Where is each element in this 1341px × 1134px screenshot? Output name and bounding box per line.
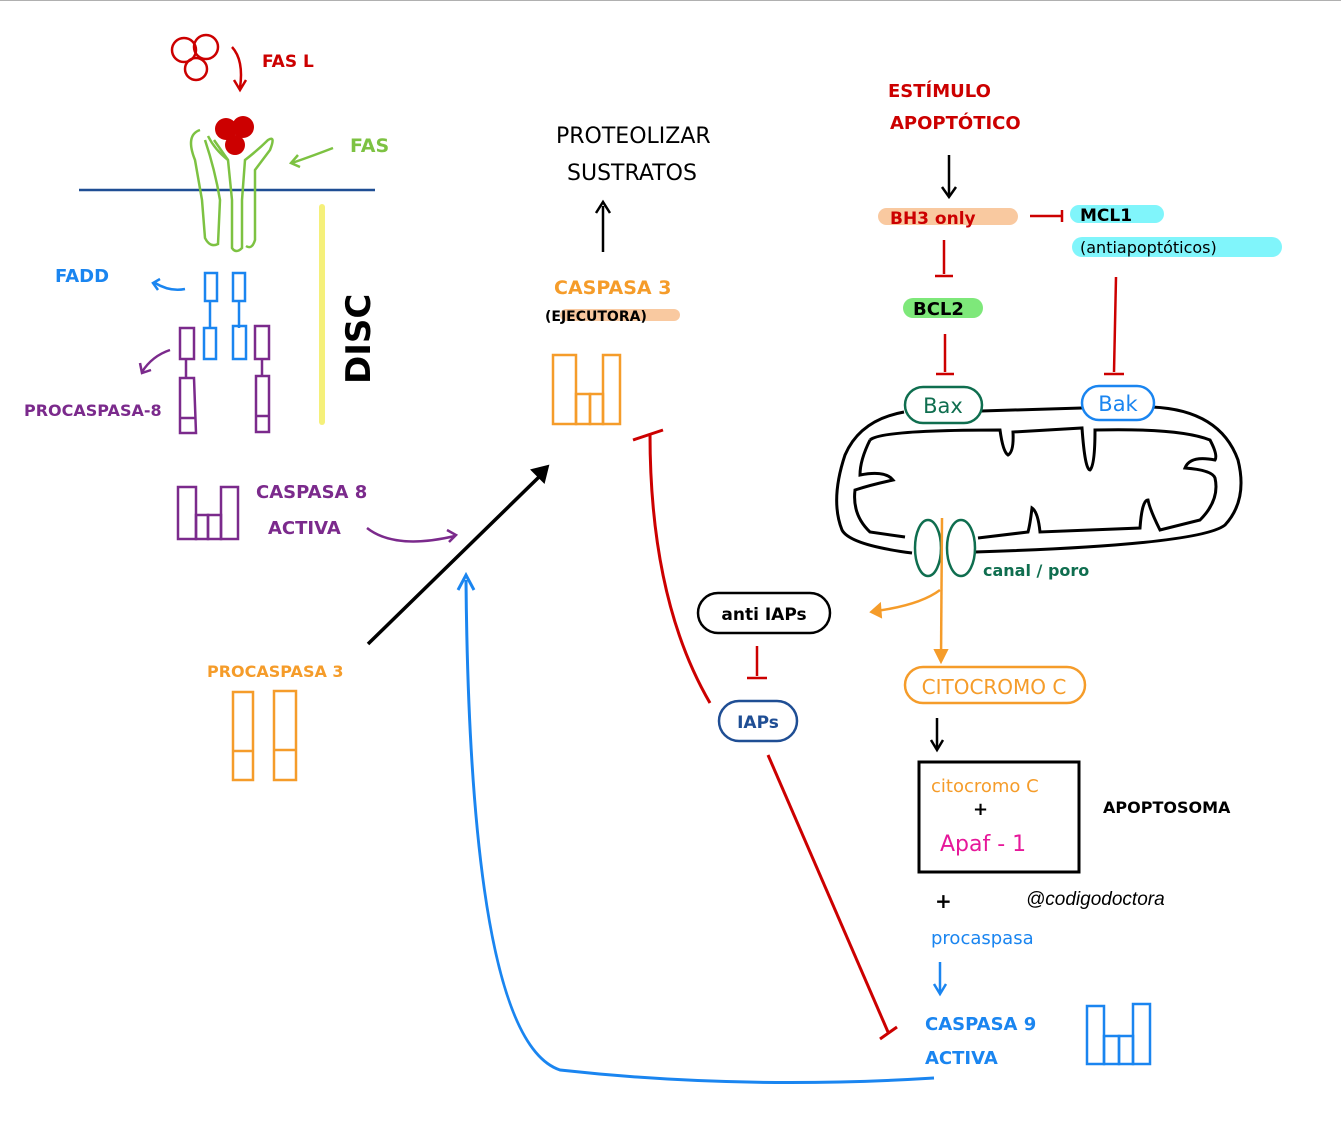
arrowhead-icon: [932, 983, 948, 997]
caspase9-icon: [1085, 1002, 1152, 1066]
apoptosome-plus: +: [973, 799, 988, 820]
fas-pointer-arrow: [291, 146, 334, 165]
arrowhead-icon: [940, 186, 958, 200]
arrowhead-icon: [530, 464, 550, 484]
mcl1-highlight: [1070, 205, 1164, 223]
stimulus-line2: APOPTÓTICO: [890, 112, 1021, 134]
bax-label: Bax: [923, 394, 963, 418]
fas-ligand-arrow: [231, 46, 243, 89]
caspase8-arrow: [366, 527, 456, 543]
caspase3-icon: [551, 353, 622, 426]
fas-ligand-icon: [170, 33, 220, 82]
fas-receptor-icon: [189, 128, 274, 253]
bak-node: [1080, 384, 1156, 422]
procaspase-label: procaspasa: [931, 928, 1034, 949]
top-border: [0, 0, 1341, 1]
bak-label: Bak: [1098, 392, 1138, 416]
inhibition-bar-icon: [879, 1025, 898, 1041]
caspase8-active-label: ACTIVA: [268, 518, 341, 539]
caspase9-feedback-arrow: [464, 579, 935, 1084]
apaf1-label: Apaf - 1: [940, 832, 1026, 857]
caspase8-icon: [176, 485, 240, 541]
procaspase3-label: PROCASPASA 3: [207, 662, 344, 681]
bcl2-highlight: [903, 298, 983, 318]
bcl2-label: BCL2: [913, 299, 964, 320]
anti-iaps-label: anti IAPs: [721, 605, 806, 625]
procaspase8-icon: [178, 324, 271, 435]
fadd-pointer-arrow: [154, 281, 186, 291]
fadd-label: FADD: [55, 266, 109, 287]
anti-iaps-node: [696, 591, 832, 635]
procaspase3-icon: [231, 689, 298, 782]
antiapoptotic-highlight: [1072, 237, 1282, 257]
bax-node: [903, 385, 984, 425]
inhibition-bar-icon: [632, 428, 664, 442]
channel-pore-icon: [913, 518, 977, 578]
arrowhead-icon: [446, 528, 459, 543]
caspase3-sublabel: (EJECUTORA): [545, 309, 647, 325]
mitochondrion-icon: [835, 405, 1243, 555]
bh3-label: BH3 only: [890, 209, 976, 229]
fas-receptor-label: FAS: [350, 135, 389, 157]
arrowhead-icon: [138, 362, 152, 375]
bh3-highlight: [878, 208, 1018, 225]
procaspase8-label: PROCASPASA-8: [24, 401, 162, 420]
apoptosome-label: APOPTOSOMA: [1103, 798, 1231, 817]
arrowhead-icon: [232, 79, 248, 93]
arrowhead-icon: [929, 739, 945, 753]
anti-iaps-release-arrow: [875, 588, 941, 613]
arrowhead-icon: [933, 649, 949, 665]
caspase3-label: CASPASA 3: [554, 277, 671, 299]
outcome-line1: PROTEOLIZAR: [556, 124, 711, 149]
plus-label: +: [935, 889, 952, 913]
mcl1-inhibit-bak: [1112, 276, 1118, 373]
outcome-line2: SUSTRATOS: [567, 161, 697, 186]
cytochrome-label: CITOCROMO C: [922, 675, 1067, 699]
apoptosome-cytochrome-label: citocromo C: [931, 776, 1039, 797]
ejecutora-highlight: [560, 309, 680, 321]
arrowhead-icon: [869, 601, 883, 619]
caspase8-label: CASPASA 8: [256, 482, 367, 503]
iaps-node: [717, 699, 799, 743]
activation-arrow: [366, 474, 542, 646]
apoptosome-box: [917, 760, 1081, 874]
mcl1-label: MCL1: [1080, 206, 1132, 226]
caspase9-label: CASPASA 9: [925, 1014, 1036, 1035]
iaps-label: IAPs: [737, 713, 779, 733]
channel-label: canal / poro: [983, 561, 1089, 580]
watermark: @codigodoctora: [1026, 889, 1165, 910]
caspase9-active-label: ACTIVA: [925, 1048, 998, 1069]
fas-ligand-label: FAS L: [262, 52, 314, 72]
arrowhead-icon: [456, 571, 476, 591]
arrowhead-icon: [594, 199, 612, 214]
cytochrome-node: [903, 665, 1087, 705]
stimulus-line1: ESTÍMULO: [888, 80, 991, 102]
iaps-inhibit-caspase9: [766, 754, 890, 1033]
arrowhead-icon: [288, 154, 301, 169]
iaps-inhibit-caspase3: [648, 433, 712, 704]
cytochrome-release-arrow: [939, 517, 944, 661]
procaspase8-pointer-arrow: [140, 348, 171, 373]
fas-ligand-bound-icon: [215, 116, 254, 155]
disc-label: DISC: [339, 294, 379, 384]
fadd-icon: [202, 271, 248, 361]
arrowhead-icon: [151, 277, 161, 291]
antiapoptotic-label: (antiapoptóticos): [1080, 238, 1217, 257]
